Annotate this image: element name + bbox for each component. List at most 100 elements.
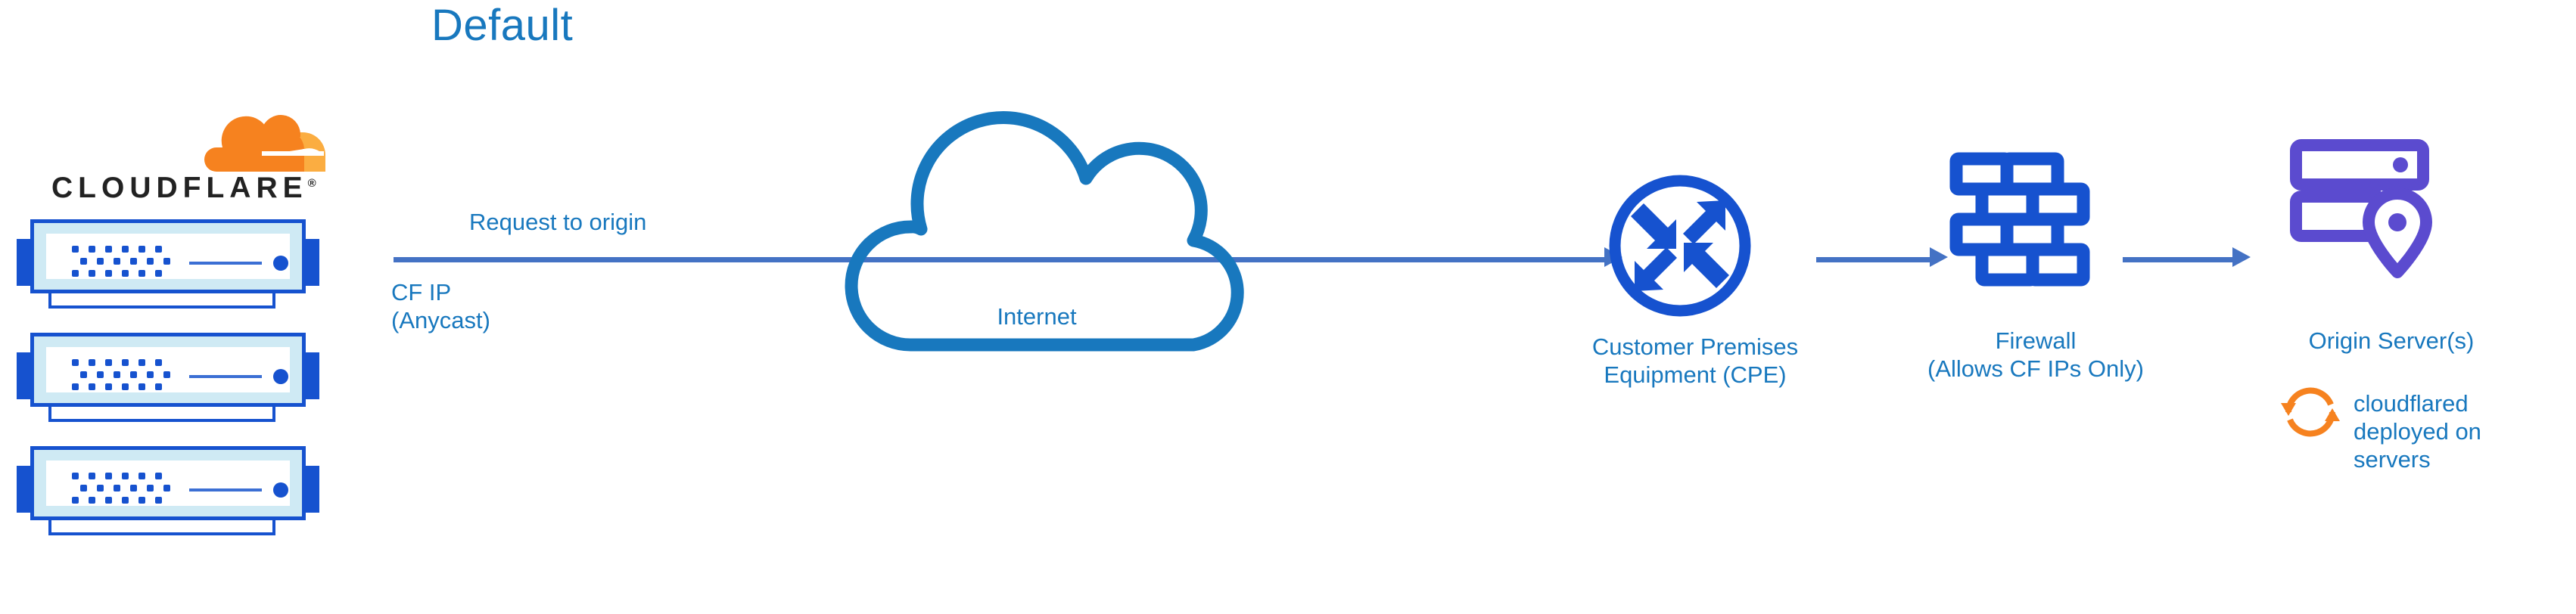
rack-port-dot (130, 485, 137, 492)
server-rack-icon (17, 333, 319, 423)
registered-mark: ® (307, 177, 316, 190)
cloud-icon (829, 106, 1298, 355)
rack-port-dot (155, 383, 162, 390)
rack-face (46, 234, 290, 279)
rack-shelf (48, 407, 275, 422)
rack-port-dot (122, 270, 129, 277)
rack-port-dot (89, 497, 95, 504)
rack-tab-left (17, 352, 33, 399)
router-four-arrows-icon (1604, 170, 1756, 321)
rack-port-dot (147, 258, 154, 265)
label-firewall: Firewall (Allows CF IPs Only) (1927, 327, 2144, 382)
rack-face (46, 460, 290, 506)
server-rack-icon (17, 219, 319, 310)
edge-to-cpe-arrow-line (394, 257, 1619, 262)
rack-indicator-line (189, 488, 262, 492)
rack-port-dot (155, 270, 162, 277)
rack-tab-right (303, 466, 319, 513)
rack-port-dot (130, 371, 137, 378)
rack-port-dot (89, 246, 95, 253)
rack-indicator-line (189, 262, 262, 265)
rack-face (46, 347, 290, 392)
rack-port-dot (97, 371, 104, 378)
label-cpe: Customer Premises Equipment (CPE) (1591, 333, 1799, 388)
rack-port-dot (89, 383, 95, 390)
rack-port-dot (105, 497, 112, 504)
rack-port-dot (122, 473, 129, 479)
firewall-to-origin-arrow-line (2123, 257, 2232, 262)
rack-port-dot (72, 497, 79, 504)
rack-tab-left (17, 239, 33, 286)
rack-port-dot (122, 383, 129, 390)
rack-shelf (48, 520, 275, 535)
label-request-to-origin: Request to origin (469, 209, 647, 235)
rack-port-dot (122, 497, 129, 504)
rack-port-dot (72, 383, 79, 390)
rack-port-dot (72, 270, 79, 277)
rack-port-dot (147, 371, 154, 378)
rack-port-dot (138, 497, 145, 504)
firewall-to-origin-arrow-head (2232, 247, 2251, 267)
label-origin-server: Origin Server(s) (2308, 327, 2475, 354)
sync-circular-arrows-icon (2278, 380, 2343, 445)
rack-port-dot (155, 497, 162, 504)
rack-port-dot (130, 258, 137, 265)
rack-ports (72, 359, 170, 392)
rack-port-dot (105, 359, 112, 366)
cpe-to-firewall-arrow-head (1930, 247, 1948, 267)
cloudflare-cloud-logo-icon (189, 102, 341, 174)
rack-led-icon (273, 256, 288, 271)
rack-port-dot (89, 359, 95, 366)
rack-port-dot (80, 485, 87, 492)
rack-port-dot (105, 270, 112, 277)
rack-port-dot (138, 270, 145, 277)
label-internet: Internet (997, 303, 1077, 330)
rack-port-dot (155, 473, 162, 479)
rack-shell (30, 219, 306, 293)
rack-port-dot (122, 246, 129, 253)
rack-shell (30, 333, 306, 407)
cpe-to-firewall-arrow-line (1816, 257, 1930, 262)
rack-port-dot (163, 485, 170, 492)
cloudflare-wordmark: CLOUDFLARE® (51, 172, 316, 205)
rack-port-dot (105, 246, 112, 253)
rack-port-dot (72, 246, 79, 253)
rack-port-dot (122, 359, 129, 366)
rack-port-dot (138, 246, 145, 253)
rack-port-dot (72, 359, 79, 366)
rack-led-icon (273, 369, 288, 384)
rack-port-dot (89, 270, 95, 277)
label-cf-ip: CF IP (Anycast) (391, 279, 490, 333)
rack-port-dot (147, 485, 154, 492)
rack-tab-right (303, 352, 319, 399)
rack-ports (72, 473, 170, 506)
rack-port-dot (155, 359, 162, 366)
rack-port-dot (114, 258, 120, 265)
rack-shell (30, 446, 306, 520)
rack-tab-left (17, 466, 33, 513)
rack-port-dot (114, 485, 120, 492)
rack-port-dot (72, 473, 79, 479)
rack-indicator-line (189, 375, 262, 378)
rack-port-dot (105, 383, 112, 390)
cloudflare-brand: CLOUDFLARE® (15, 102, 348, 219)
server-rack-icon (17, 446, 319, 537)
rack-tab-right (303, 239, 319, 286)
rack-port-dot (138, 473, 145, 479)
rack-port-dot (97, 485, 104, 492)
label-cloudflared: cloudflared deployed on servers (2354, 390, 2481, 473)
rack-shelf (48, 293, 275, 309)
rack-port-dot (97, 258, 104, 265)
rack-port-dot (114, 371, 120, 378)
brick-wall-icon (1949, 151, 2108, 302)
rack-led-icon (273, 482, 288, 498)
page-title: Default (431, 1, 574, 50)
rack-port-dot (138, 359, 145, 366)
rack-port-dot (138, 383, 145, 390)
rack-port-dot (89, 473, 95, 479)
rack-port-dot (80, 258, 87, 265)
server-stack-location-pin-icon (2285, 136, 2452, 302)
rack-ports (72, 246, 170, 279)
rack-port-dot (155, 246, 162, 253)
